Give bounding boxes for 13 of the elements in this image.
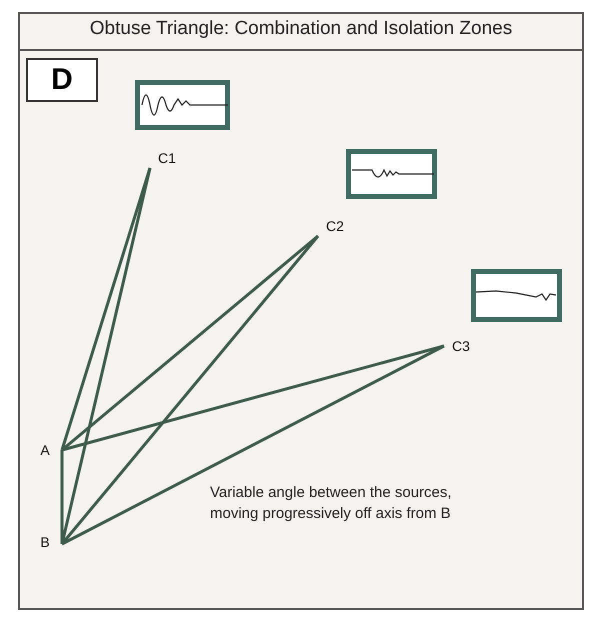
panel-letter: D <box>26 58 98 102</box>
point-label: C1 <box>150 148 184 168</box>
connector-line <box>60 168 152 450</box>
caption-note: Variable angle between the sources, moving progressively off axis from B <box>210 483 453 524</box>
connector-line <box>61 234 319 452</box>
connector-line <box>62 344 444 452</box>
connector-line <box>60 450 64 544</box>
diagram-title: Obtuse Triangle: Combination and Isolation Zones <box>88 18 514 40</box>
point-label: C2 <box>318 216 352 236</box>
point-label: A <box>28 440 62 460</box>
point-label: C3 <box>444 336 478 356</box>
point-label: B <box>28 532 62 552</box>
connector-line <box>61 344 445 546</box>
